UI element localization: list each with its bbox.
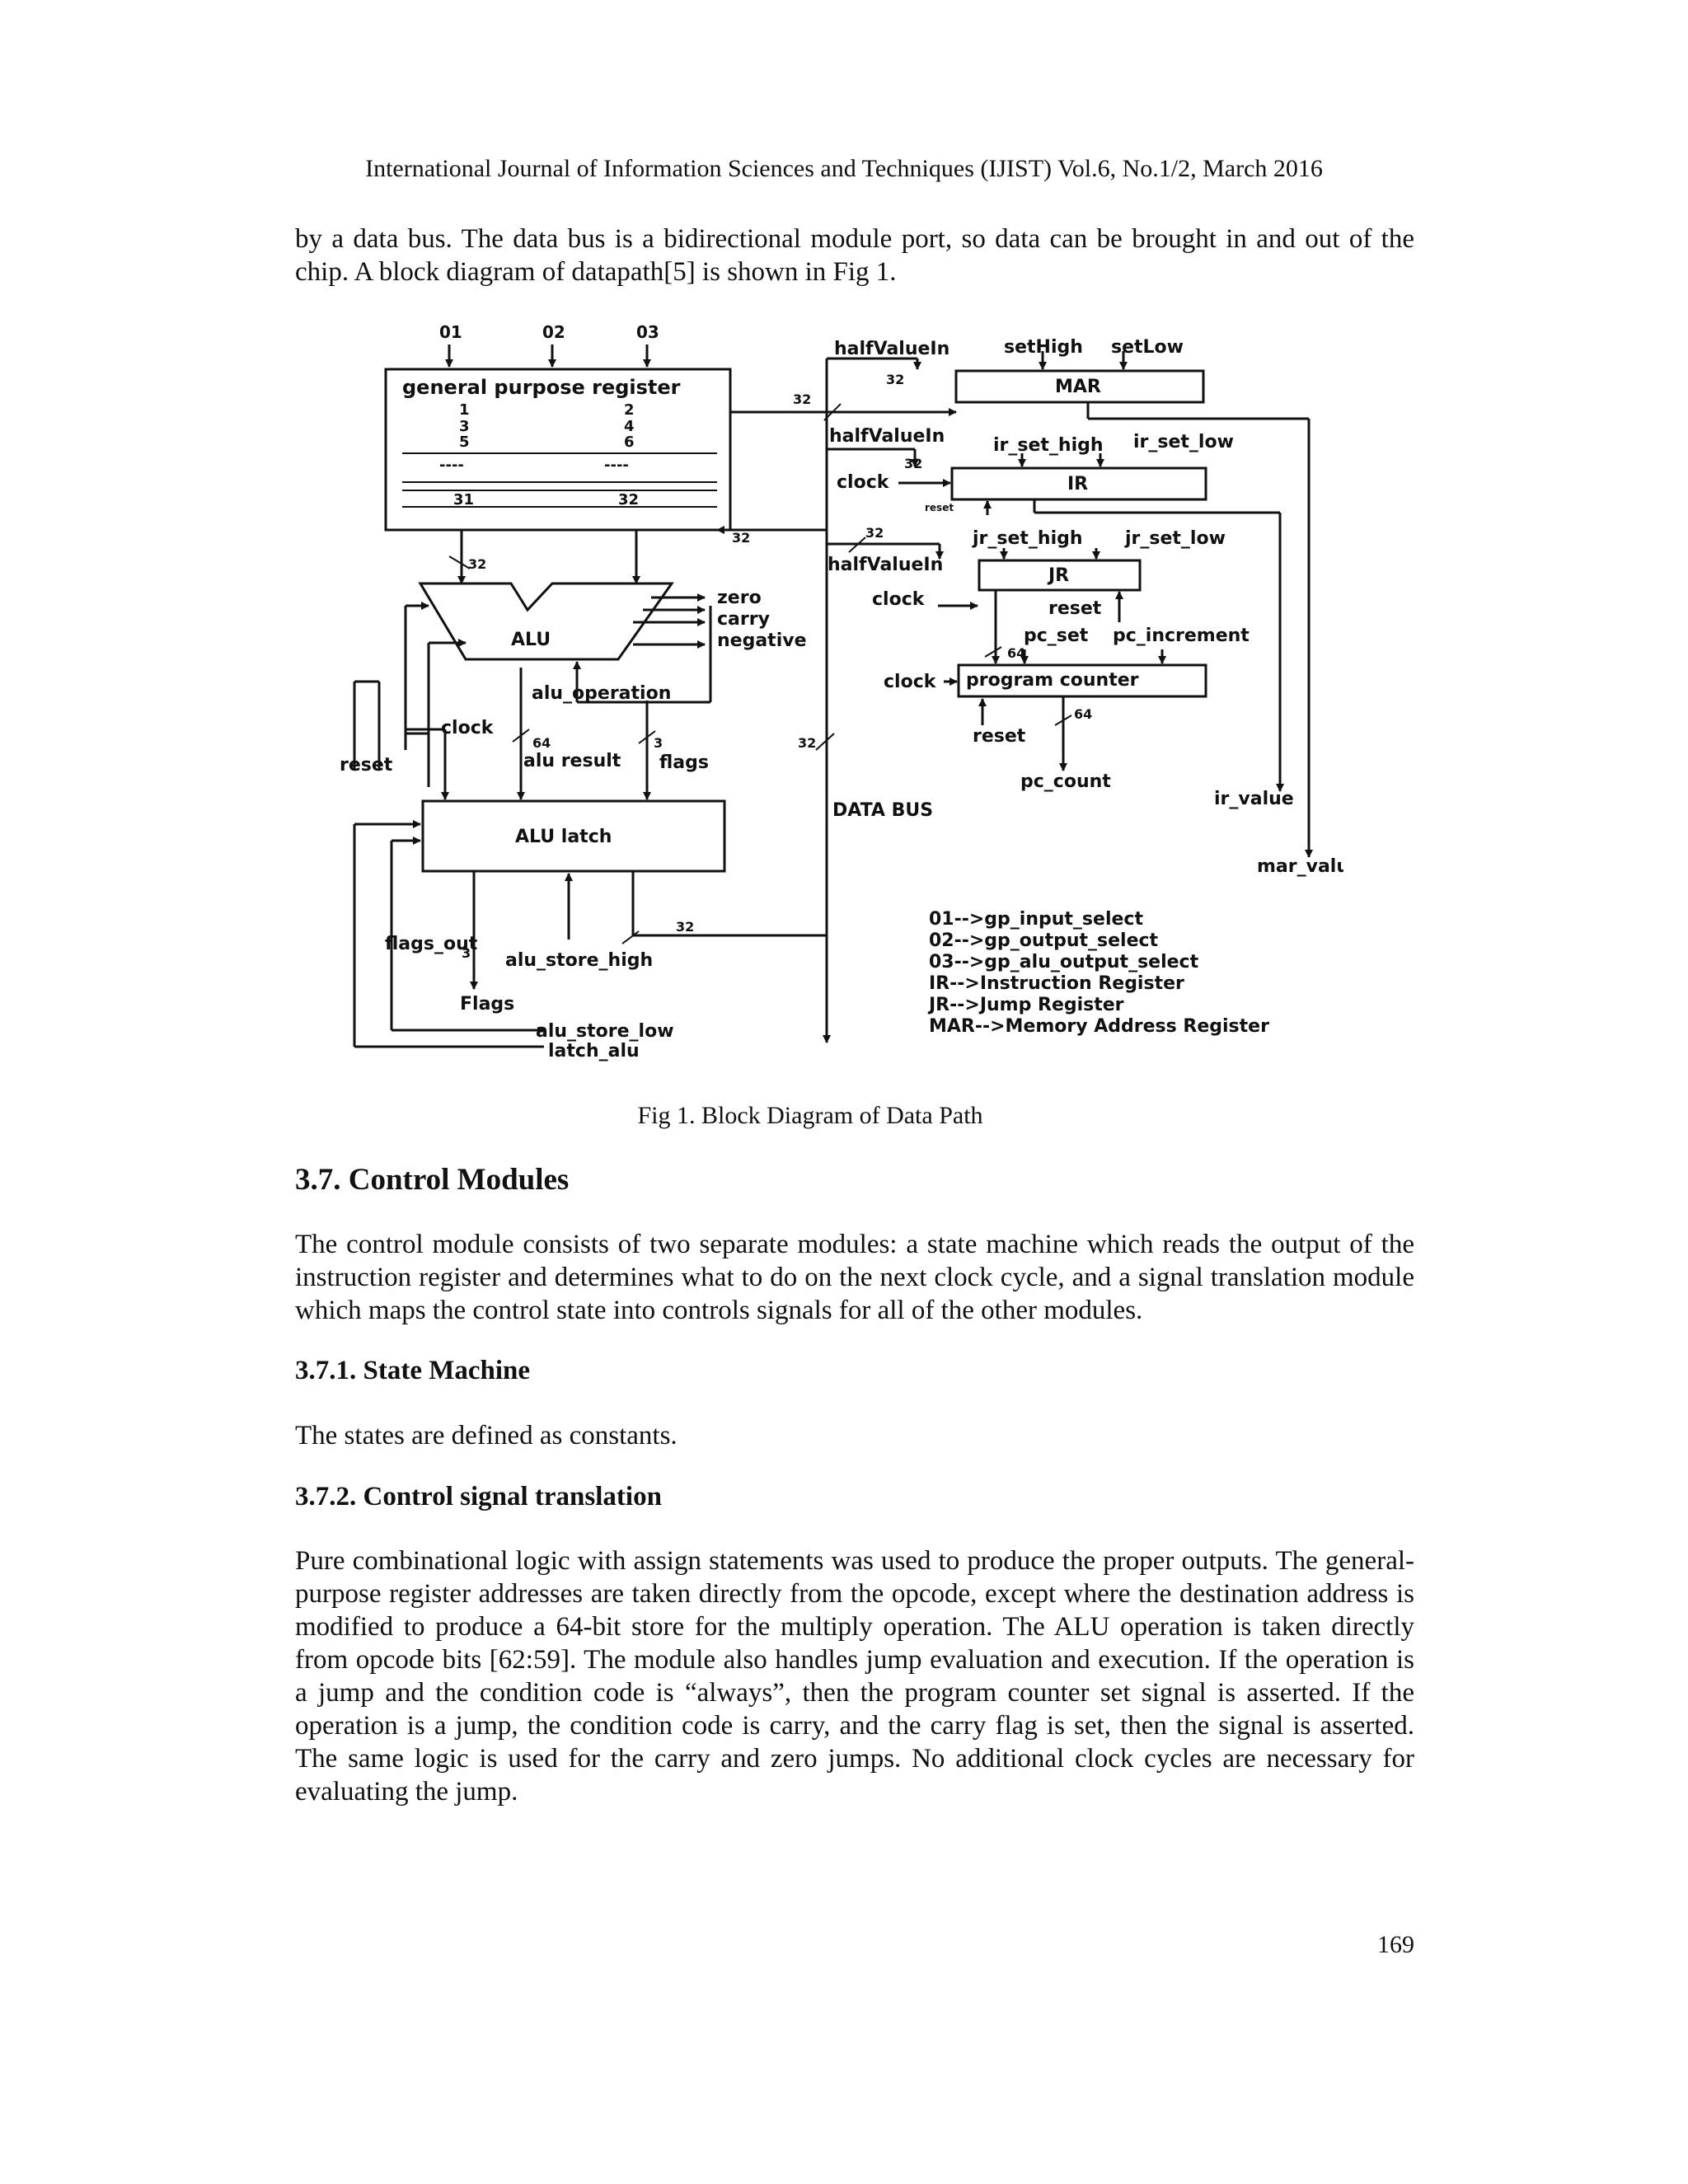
legend-item: 01-->gp_input_select (929, 909, 1143, 930)
ir-set-high-label: ir_set_high (993, 435, 1104, 456)
subsection-paragraph: Pure combinational logic with assign sta… (295, 1546, 1414, 1807)
subsection-paragraph: The states are defined as constants. (295, 1421, 678, 1451)
bus-width-label: 3 (462, 945, 471, 961)
mar-sethigh-label: setHigh (1004, 337, 1083, 358)
input-03-label: 03 (636, 322, 659, 342)
gpr-cell: 2 (624, 401, 635, 419)
legend-item: 02-->gp_output_select (929, 930, 1159, 951)
running-header: International Journal of Information Sci… (365, 155, 1323, 182)
data-bus-label: DATA BUS (832, 800, 933, 821)
bus-width-label: 32 (732, 530, 750, 546)
jr-set-high-label: jr_set_high (972, 528, 1083, 549)
alu-store-high-label: alu_store_high (505, 950, 653, 971)
alu-flag-zero: zero (717, 588, 762, 608)
pc-increment-label: pc_increment (1113, 626, 1250, 646)
bus-width-label: 32 (798, 735, 816, 751)
legend-item: IR-->Instruction Register (929, 973, 1184, 994)
bus-width-label: 32 (468, 556, 486, 572)
bus-width-label: 32 (676, 919, 694, 935)
figure-caption: Fig 1. Block Diagram of Data Path (637, 1102, 983, 1129)
input-02-label: 02 (542, 322, 565, 342)
alu-operation-label: alu_operation (532, 683, 671, 704)
mar-halfvaluein-label: halfValueIn (834, 339, 950, 359)
jr-reset-label: reset (1048, 598, 1102, 619)
pc-clock-label: clock (884, 672, 937, 692)
pc-reset-label: reset (973, 726, 1026, 747)
jr-halfvaluein-label: halfValueIn (828, 555, 943, 575)
alu-flag-carry: carry (717, 609, 770, 630)
alu-latch-box (421, 799, 726, 873)
jr-box (978, 559, 1142, 592)
gpr-cell: 3 (459, 418, 470, 435)
ir-reset-label: reset (925, 502, 954, 513)
jr-clock-label: clock (872, 589, 926, 610)
bus-width-label: 32 (904, 456, 922, 471)
flags-out-label: flags_out (385, 934, 478, 954)
intro-paragraph: by a data bus. The data bus is a bidirec… (295, 224, 1414, 287)
bus-width-label: 32 (865, 525, 884, 541)
gpr-box (384, 368, 732, 532)
mar-setlow-label: setLow (1111, 337, 1184, 358)
gpr-cell: 4 (624, 418, 635, 435)
datapath-block-diagram: 01 02 03 general purpose register 1 2 3 … (340, 322, 1343, 1062)
program-counter-label: program counter (966, 670, 1139, 691)
pc-count-label: pc_count (1020, 771, 1111, 792)
subsection-heading: 3.7.1. State Machine (295, 1356, 531, 1385)
ir-box (950, 466, 1207, 501)
bus-width-label: 64 (1007, 645, 1025, 661)
ir-label: IR (1067, 474, 1088, 494)
gpr-cell: ---- (604, 457, 629, 474)
ir-set-low-label: ir_set_low (1133, 432, 1234, 452)
gpr-cell: 5 (459, 434, 470, 451)
gpr-cell: 1 (459, 401, 470, 419)
alu-flag-negative: negative (717, 630, 807, 651)
mar-box (954, 369, 1205, 404)
alu-store-low-label: alu_store_low (536, 1021, 674, 1042)
ir-clock-label: clock (837, 472, 890, 493)
bus-width-label: 3 (654, 735, 663, 751)
jr-set-low-label: jr_set_low (1124, 528, 1226, 549)
bus-width-label: 32 (793, 391, 811, 407)
alu-reset-label: reset (340, 755, 393, 776)
subsection-heading: 3.7.2. Control signal translation (295, 1482, 662, 1511)
program-counter-box (957, 663, 1207, 698)
alu-result-label: alu result (523, 751, 621, 771)
mar-label: MAR (1055, 377, 1101, 397)
mar-value-label: mar_value (1257, 856, 1343, 877)
section-heading: 3.7. Control Modules (295, 1163, 570, 1197)
bus-width-label: 64 (1074, 706, 1092, 722)
input-01-label: 01 (439, 322, 462, 342)
bus-width-label: 32 (886, 372, 904, 387)
section-paragraph: The control module consists of two separ… (295, 1230, 1414, 1325)
ir-halfvaluein-label: halfValueIn (829, 426, 945, 447)
legend-item: MAR-->Memory Address Register (929, 1016, 1269, 1037)
legend-item: JR-->Jump Register (927, 995, 1124, 1015)
pc-set-label: pc_set (1024, 626, 1089, 646)
gpr-cell: 32 (618, 491, 639, 509)
ir-value-label: ir_value (1214, 789, 1294, 809)
gpr-title: general purpose register (402, 376, 681, 399)
page-number: 169 (1377, 1931, 1414, 1958)
latch-alu-label: latch_alu (548, 1041, 640, 1062)
alu-label: ALU (511, 630, 551, 650)
gpr-cell: 6 (624, 434, 635, 451)
alu-clock-label: clock (441, 718, 495, 738)
jr-label: JR (1047, 565, 1069, 586)
alu-latch-label: ALU latch (515, 827, 612, 847)
bus-width-label: 64 (532, 735, 551, 751)
flags-signal-label: Flags (460, 994, 514, 1015)
gpr-cell: 31 (453, 491, 474, 509)
alu-shape (418, 582, 674, 661)
gpr-cell: ---- (439, 457, 464, 474)
alu-flags-label: flags (659, 752, 709, 773)
legend-item: 03-->gp_alu_output_select (929, 952, 1199, 972)
